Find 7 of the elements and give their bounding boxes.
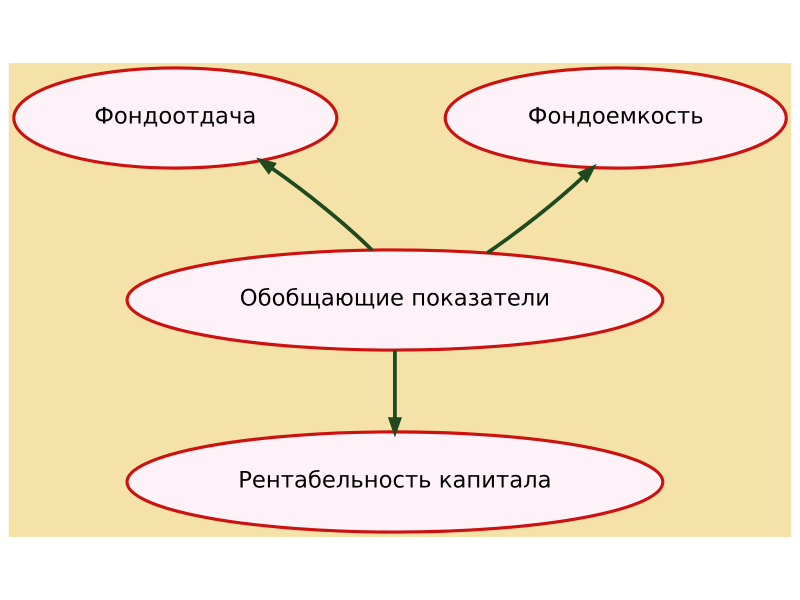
arrow — [388, 350, 402, 438]
node-ellipse: Рентабельность капитала — [125, 430, 664, 534]
arrow — [256, 157, 374, 252]
node-ellipse: Фондоемкость — [444, 66, 788, 170]
node-ellipse: Обобщающие показатели — [125, 248, 664, 352]
arrow — [486, 164, 597, 254]
node-ellipse: Фондоотдача — [12, 66, 338, 170]
